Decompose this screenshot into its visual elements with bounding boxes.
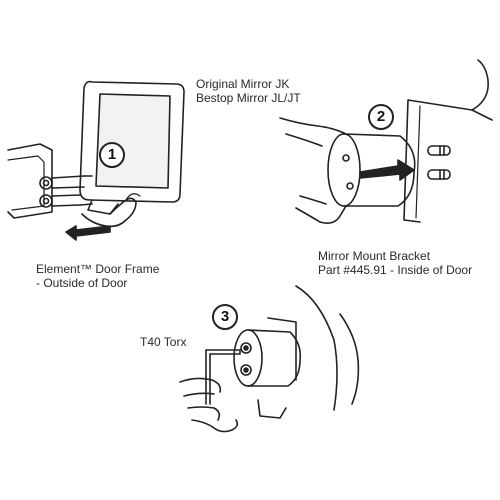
arrow-right-icon	[359, 159, 415, 181]
mirror-mount-bracket	[233, 329, 302, 387]
panel-1-mirror-removal	[7, 80, 185, 241]
frame-hole-top	[39, 176, 53, 190]
panel-3-tighten	[179, 285, 360, 433]
label-bestop-mirror: Bestop Mirror JL/JT	[196, 91, 301, 105]
label-t40-torx: T40 Torx	[140, 335, 187, 349]
frame-hole-bottom	[39, 194, 53, 208]
hand-icon	[81, 197, 137, 228]
panel-2-bracket-install	[279, 59, 493, 224]
door-edge	[295, 285, 360, 411]
label-part-number: Part #445.91 - Inside of Door	[318, 263, 473, 277]
mirror-frame	[79, 80, 185, 203]
door-edge	[403, 99, 493, 223]
label-outside-of-door: - Outside of Door	[36, 276, 128, 290]
hand-icon	[279, 117, 347, 224]
label-door-frame: Element™ Door Frame	[36, 262, 160, 276]
label-original-mirror: Original Mirror JK	[196, 77, 290, 91]
step-3-badge: 3	[212, 304, 238, 330]
step-1-badge: 1	[99, 142, 125, 168]
arrow-left-icon	[65, 225, 111, 241]
label-mirror-mount-bracket: Mirror Mount Bracket	[318, 249, 431, 263]
step-2-badge: 2	[368, 104, 394, 130]
hand-icon	[179, 377, 239, 433]
mirror-mount-bracket	[327, 133, 416, 207]
mirror-glass	[95, 93, 171, 189]
